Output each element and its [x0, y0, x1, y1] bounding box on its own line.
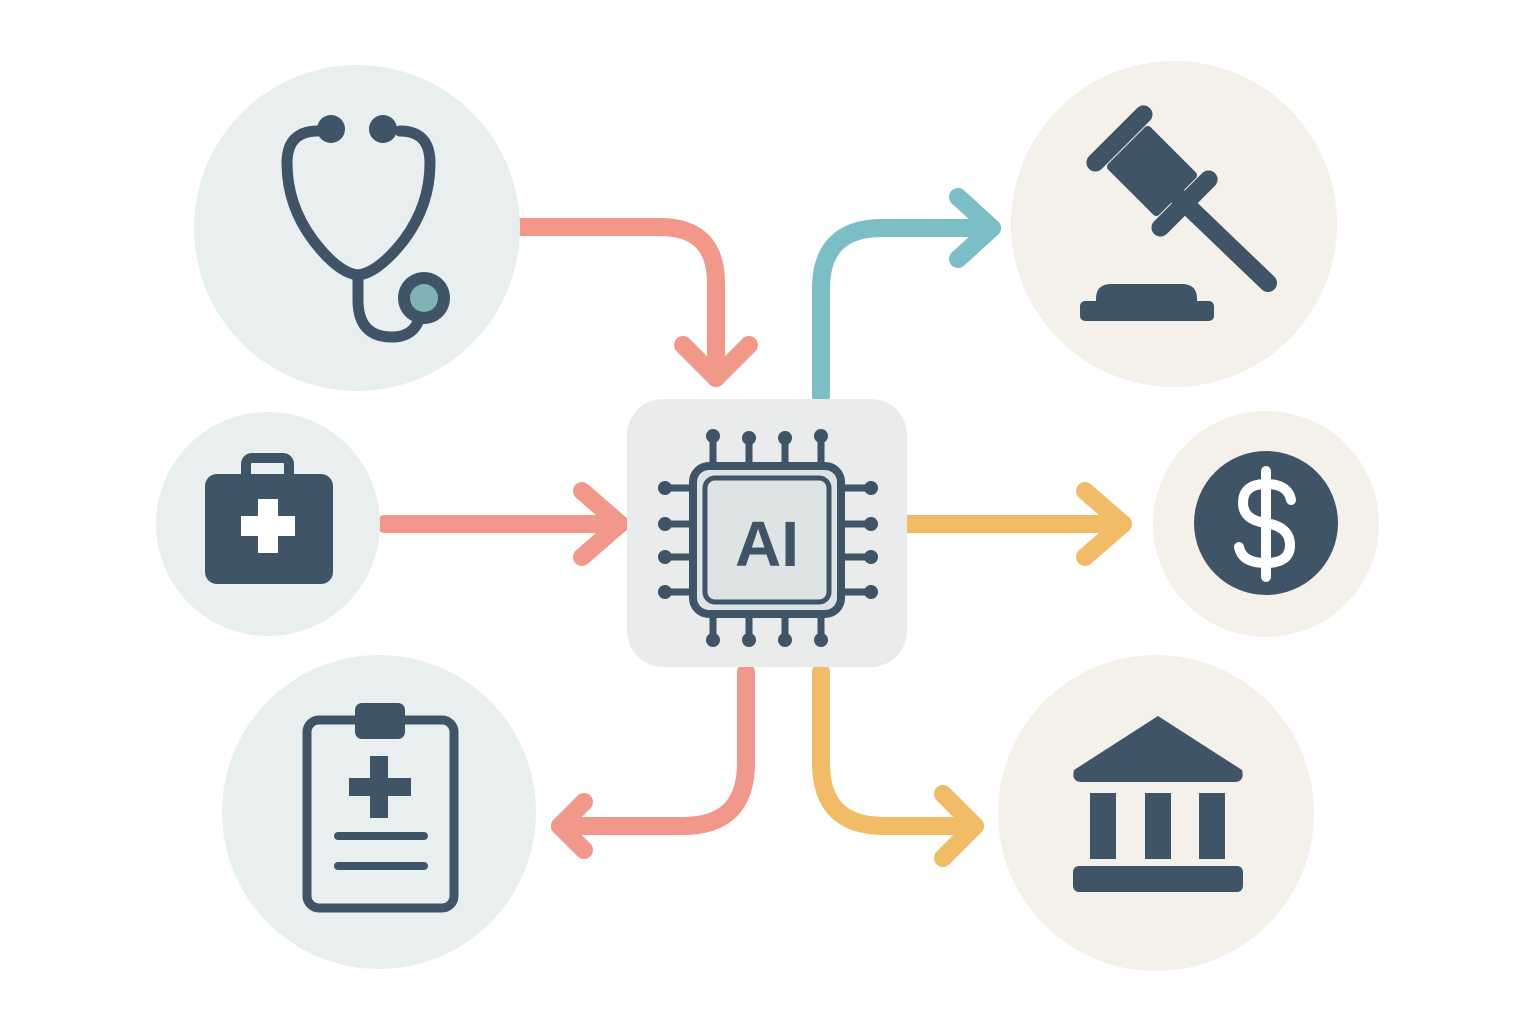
- ai-label: AI: [735, 508, 799, 580]
- arrow-ai-to-dollar: [899, 482, 1132, 566]
- node-stethoscope[interactable]: [194, 65, 520, 391]
- node-medical-clipboard[interactable]: [222, 655, 536, 969]
- stethoscope-chestpiece-inner: [410, 284, 438, 312]
- node-gavel[interactable]: [1011, 61, 1337, 387]
- arrow-ai-to-bank: [812, 663, 984, 867]
- bank-building-icon: [1073, 716, 1243, 892]
- stethoscope-earpiece-right: [369, 115, 397, 143]
- arrow-ai-to-clipboard: [551, 663, 755, 859]
- gavel-icon: [1080, 105, 1277, 321]
- arrow-stethoscope-to-ai: [511, 218, 758, 387]
- ai-hub[interactable]: AI: [627, 399, 907, 667]
- ai-chip-icon: [658, 429, 878, 647]
- node-background: [194, 65, 520, 391]
- stethoscope-earpiece-left: [317, 115, 345, 143]
- medical-clipboard-icon: [302, 703, 459, 913]
- arrow-first-aid-kit-to-ai: [376, 482, 629, 566]
- connections: [376, 188, 1132, 867]
- arrow-ai-to-gavel: [812, 188, 1001, 405]
- chip-body: [689, 462, 845, 618]
- chip-pin-ends: [658, 429, 878, 647]
- node-dollar[interactable]: [1153, 411, 1379, 637]
- dollar-coin-icon: [1194, 451, 1338, 595]
- node-first-aid-kit[interactable]: [156, 412, 380, 636]
- chip-body-inner: [702, 475, 832, 605]
- first-aid-kit-icon: [205, 453, 333, 584]
- node-bank[interactable]: [998, 655, 1314, 971]
